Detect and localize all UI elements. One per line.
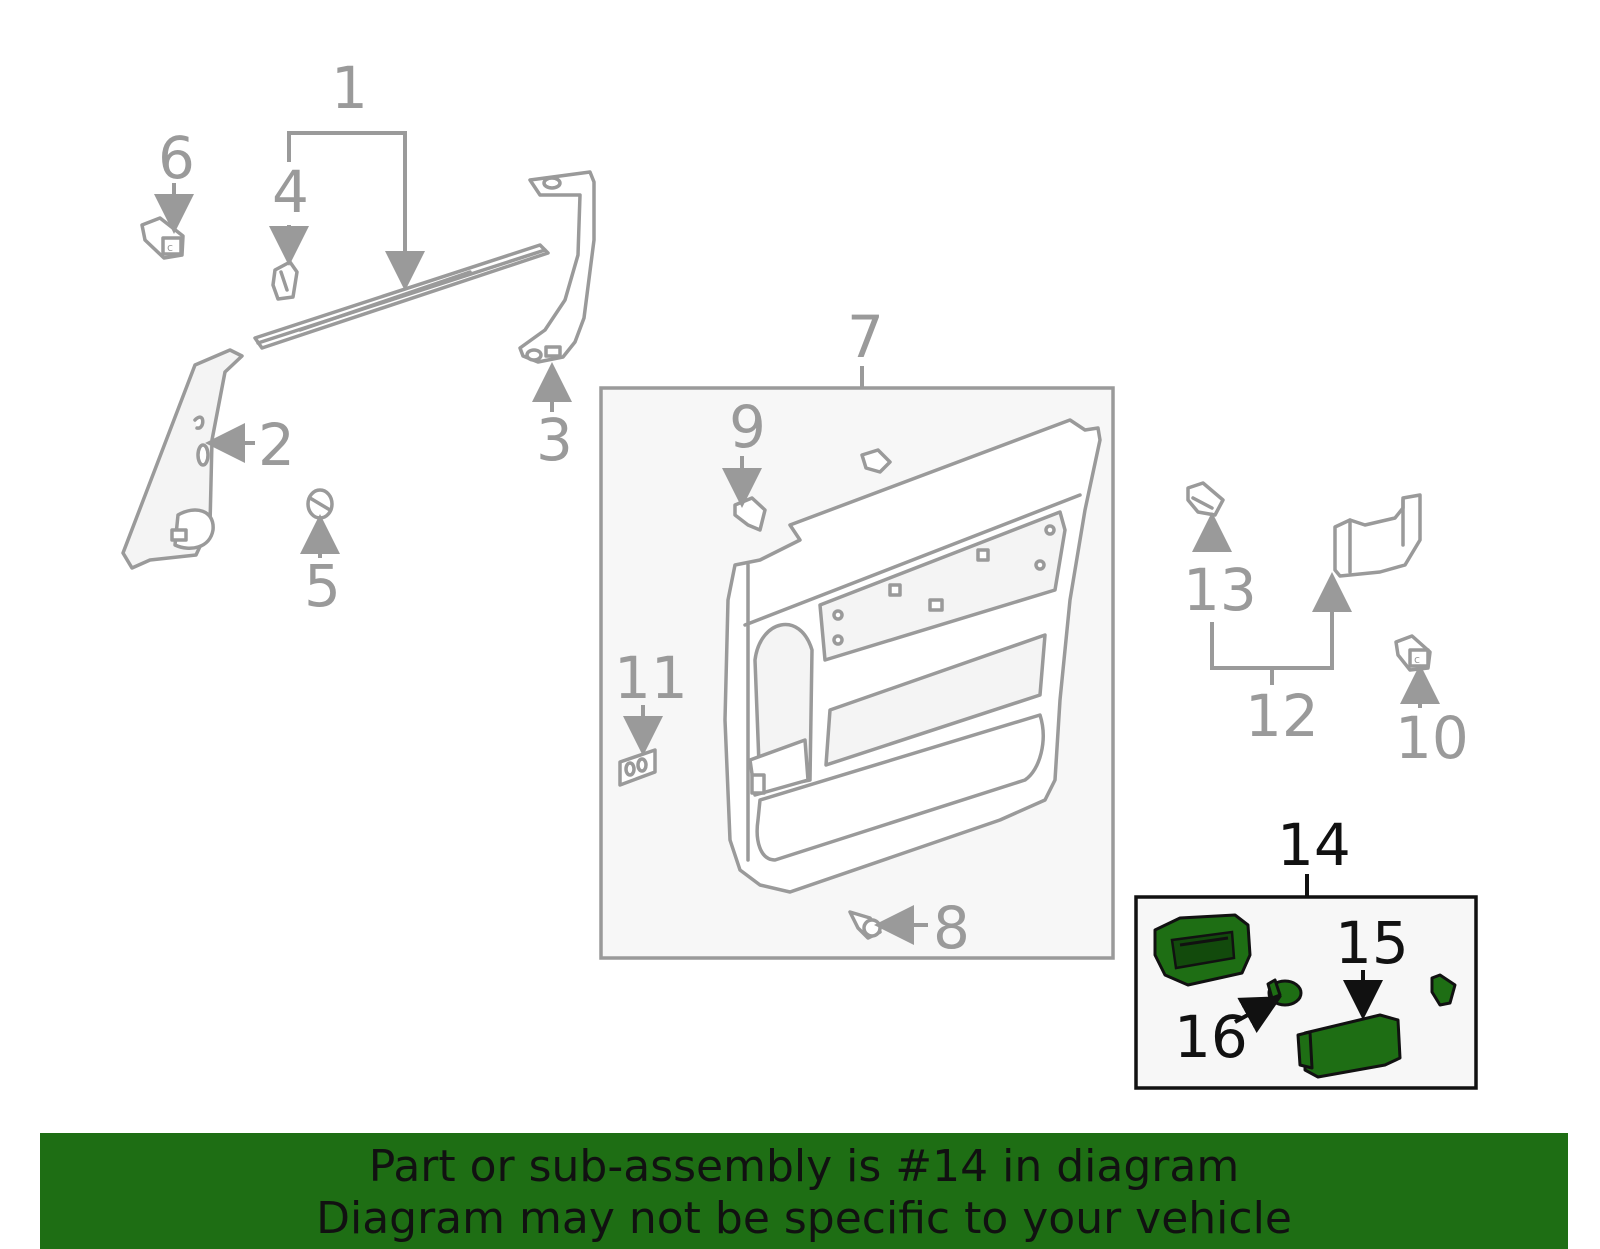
callout-10: 10 — [1395, 704, 1469, 772]
callout-3: 3 — [536, 406, 573, 474]
banner-line-1: Part or sub-assembly is #14 in diagram — [368, 1141, 1240, 1192]
callout-7: 7 — [847, 303, 884, 371]
banner-line-2: Diagram may not be specific to your vehi… — [316, 1193, 1292, 1244]
part-10-clip[interactable]: c — [1394, 634, 1432, 672]
callout-8: 8 — [933, 894, 970, 962]
callout-13: 13 — [1183, 556, 1257, 624]
part-2-pillar-garnish[interactable] — [121, 348, 244, 570]
callout-9: 9 — [729, 393, 766, 461]
callout-1: 1 — [331, 54, 368, 122]
callout-2: 2 — [258, 411, 295, 479]
part-7-door-trim-panel[interactable] — [723, 418, 1102, 894]
part-1-scuff-plate[interactable] — [253, 243, 550, 350]
part-5-clip[interactable] — [306, 488, 334, 520]
callout-6: 6 — [158, 124, 195, 192]
callout-11: 11 — [614, 644, 688, 712]
part-6-clip[interactable]: c — [140, 216, 185, 260]
part-4-clip[interactable] — [271, 260, 299, 301]
callout-12: 12 — [1245, 682, 1319, 750]
part-14-lamp-housing[interactable] — [1153, 913, 1252, 987]
part-15-lens[interactable] — [1296, 1013, 1402, 1079]
callout-5: 5 — [304, 552, 341, 620]
part-12-bracket[interactable] — [1333, 493, 1422, 578]
part-3-pillar-trim[interactable] — [518, 170, 596, 364]
callout-14: 14 — [1277, 811, 1351, 879]
callout-4: 4 — [272, 158, 309, 226]
svg-text:c: c — [1414, 653, 1420, 666]
callout-15: 15 — [1335, 909, 1409, 977]
part-13-clip[interactable] — [1186, 481, 1225, 517]
callout-16: 16 — [1174, 1003, 1248, 1071]
info-banner: Part or sub-assembly is #14 in diagram D… — [40, 1133, 1568, 1249]
part-14-clip[interactable] — [1430, 973, 1457, 1007]
svg-text:c: c — [167, 241, 173, 254]
part-clip-top[interactable] — [860, 448, 892, 474]
